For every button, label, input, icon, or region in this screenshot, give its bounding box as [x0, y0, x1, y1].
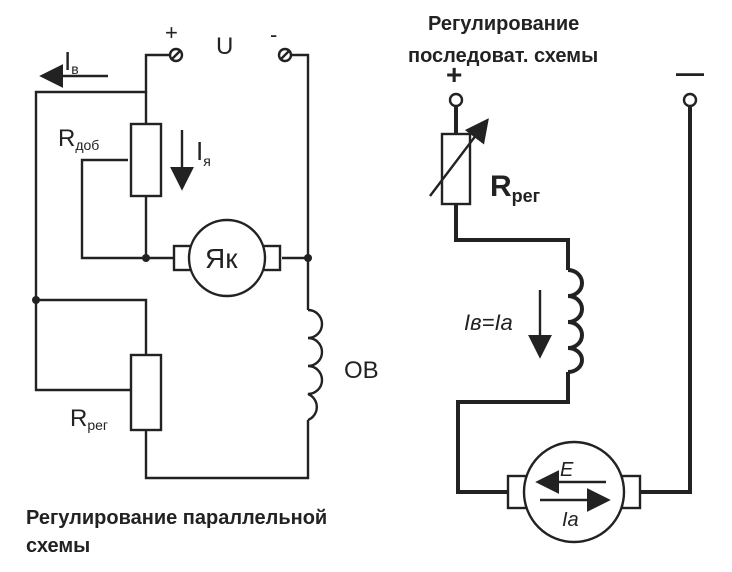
minus-terminal [277, 47, 293, 63]
series-scheme-diagram: Регулирование последоват. схемы + — Rрег… [408, 13, 704, 544]
left-wires [34, 53, 310, 480]
plus-sign: + [165, 20, 178, 45]
plus-terminal [448, 92, 464, 108]
node-dot [32, 296, 40, 304]
caption-line-2: схемы [26, 535, 90, 557]
parallel-scheme-diagram: + - U [26, 20, 379, 557]
armature-current-label: Iя [196, 136, 211, 169]
field-winding-coil [307, 308, 324, 422]
minus-terminal [682, 92, 698, 108]
minus-sign: — [676, 57, 704, 88]
plus-sign: + [446, 59, 462, 90]
right-title-line-2: последоват. схемы [408, 45, 598, 67]
node-dot [304, 254, 312, 262]
node-dot [142, 254, 150, 262]
plus-terminal [168, 47, 184, 63]
voltage-label: U [216, 33, 233, 60]
right-title-line-1: Регулирование [428, 13, 579, 35]
r-add-label: Rдоб [58, 125, 99, 153]
r-reg-label: Rрег [490, 170, 541, 206]
current-label: Iв=Iа [464, 310, 513, 335]
emf-label: E [560, 459, 574, 481]
armature-label: Як [205, 243, 238, 274]
armature-motor: Як [172, 218, 282, 298]
variable-resistor [429, 118, 489, 206]
caption-line-1: Регулирование параллельной [26, 507, 327, 529]
series-field-coil [567, 268, 584, 374]
minus-sign: - [270, 22, 277, 47]
right-wires [454, 106, 692, 494]
r-reg-label: Rрег [70, 405, 108, 433]
motor-current-label: Iа [562, 509, 579, 531]
field-winding-label: ОВ [344, 357, 379, 384]
series-motor [506, 440, 642, 544]
field-current-label: Iв [64, 46, 79, 77]
r-reg-resistor [129, 353, 163, 432]
r-add-resistor [129, 122, 163, 198]
